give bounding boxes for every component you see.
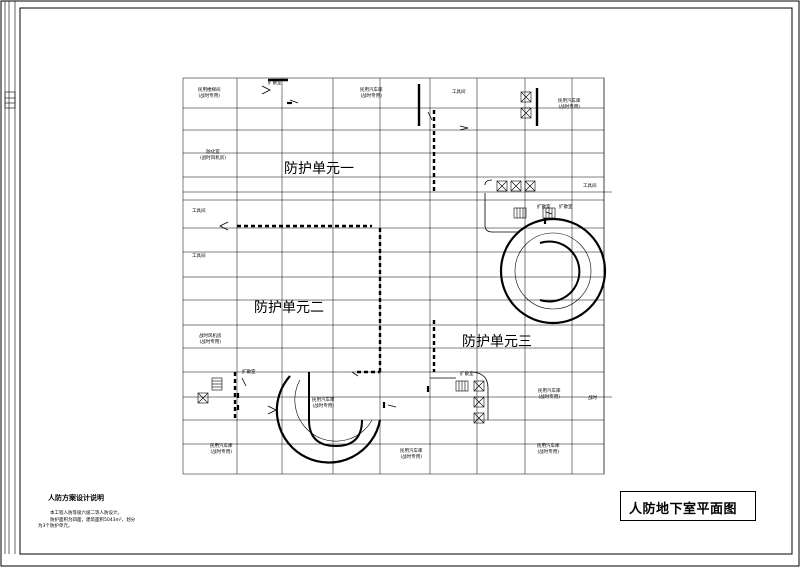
ramp-south [275,372,382,464]
room-label: 扩散室 [242,370,256,375]
unit-label-3: 防护单元三 [462,334,532,350]
design-notes: 人防方案设计说明 本工程人防等级六级二等人防设计。 防护面积为四面，建筑面积50… [38,493,168,531]
room-label: 扩散室 [268,81,282,86]
design-notes-line: 本工程人防等级六级二等人防设计。 [50,511,122,516]
door-marks [219,85,553,415]
design-notes-heading: 人防方案设计说明 [48,494,104,502]
room-label: 民用汽车库(战时专用) [400,449,423,460]
room-label: 工具间 [192,209,206,214]
room-label: 民用汽车库(战时专用) [210,444,233,455]
sheet-inner-border [19,7,793,555]
unit-boundaries [233,110,436,418]
door-dashes [236,101,547,410]
ramp-east [484,179,607,325]
design-notes-line: 防护面积为四面，建筑面积5043m²，划分 [50,517,136,523]
room-label: 民用汽车库(战时专用) [537,444,560,455]
room-label: 民用汽车库(战时专用) [312,398,335,409]
drawing-title: 人防地下室平面图 [629,502,738,517]
grid-lines [182,77,612,475]
stair-shafts [197,91,556,424]
room-label: 工具间 [583,184,597,189]
room-label: 民用楼梯间(战时专用) [198,88,221,99]
heavy-walls [268,78,539,126]
room-label: 扩散室 [559,205,573,210]
room-label: 工具间 [192,254,206,259]
room-label: 战时 [588,396,597,401]
room-label: 扩散室 [537,205,551,210]
room-label: 民用汽车库(战时专用) [360,88,383,99]
room-label: 民用汽车库(战时专用) [538,389,561,400]
unit-label-1: 防护单元一 [284,161,354,177]
design-notes-line: 为3个防护单元。 [38,524,73,529]
room-label: 民用汽车库(战时专用) [558,99,581,110]
room-label: 防化室(战时风机房) [200,150,227,161]
room-label: 扩散室 [460,372,474,377]
room-label: 工具间 [452,90,466,95]
unit-label-2: 防护单元二 [254,300,324,316]
binding-strip [4,1,16,554]
title-block: 人防地下室平面图 [620,491,756,521]
room-label: 战时风机房(战时专用) [199,334,222,345]
